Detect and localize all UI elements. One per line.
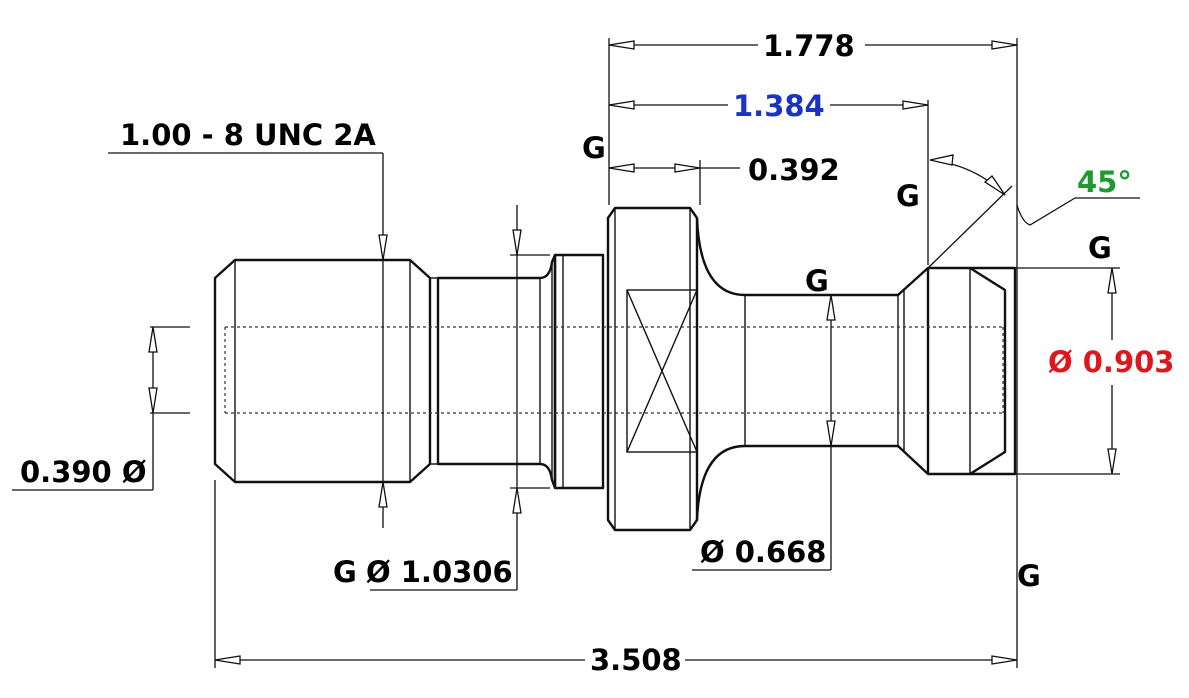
thread-section	[213, 258, 432, 484]
label-diameter-10306: Ø 1.0306	[366, 555, 513, 589]
g-markers: G G G G G G	[333, 131, 1112, 593]
arrowhead	[1107, 448, 1117, 475]
label-angle: 45°	[1077, 165, 1132, 199]
dimension-labels: 3.508 1.778 1.384 0.392 45° Ø 0.903 Ø 0.…	[20, 29, 1174, 677]
arrowhead	[991, 40, 1018, 50]
angle-leader	[1016, 197, 1140, 226]
arrowhead	[826, 294, 836, 321]
label-diameter-0668: Ø 0.668	[700, 535, 826, 569]
g-marker: G	[805, 264, 829, 298]
label-1778: 1.778	[763, 29, 855, 63]
arrowhead	[512, 229, 522, 256]
label-bore-0390: 0.390 Ø	[20, 455, 146, 489]
label-thread: 1.00 - 8 UNC 2A	[120, 118, 376, 152]
arrowhead	[826, 420, 836, 447]
g-marker: G	[333, 555, 357, 589]
wrench-flat	[626, 289, 698, 453]
arrowhead	[983, 175, 1006, 196]
part-outline	[213, 206, 1017, 532]
arrowhead	[512, 487, 522, 514]
label-1384: 1.384	[733, 89, 825, 123]
arrowhead	[991, 655, 1018, 665]
arrowhead	[148, 387, 158, 414]
extension-lines	[150, 38, 1120, 668]
arrowhead	[378, 234, 388, 261]
dimension-lines	[12, 40, 1140, 665]
g-marker: G	[896, 179, 920, 213]
angle-ray	[927, 185, 1013, 269]
arrowhead	[1107, 267, 1117, 294]
shank-fillet	[695, 217, 1017, 521]
arrowhead	[148, 326, 158, 353]
head-chamfer	[969, 266, 1007, 476]
label-diameter-0903: Ø 0.903	[1048, 345, 1174, 379]
arrowhead	[608, 163, 635, 173]
arrowhead	[929, 154, 954, 166]
g-marker: G	[582, 131, 606, 165]
neck-section	[436, 253, 557, 490]
g-marker: G	[1017, 559, 1041, 593]
hidden-bore	[224, 326, 1005, 414]
label-overall-length: 3.508	[590, 643, 682, 677]
arrowhead	[378, 481, 388, 508]
arrowhead	[902, 100, 929, 110]
collar-section	[553, 253, 605, 490]
arrowhead	[214, 655, 241, 665]
label-0392: 0.392	[748, 153, 840, 187]
g-marker: G	[1088, 231, 1112, 265]
arrowhead	[608, 100, 635, 110]
wrench-flat-diagonal	[626, 289, 698, 453]
arrowhead	[674, 163, 701, 173]
flange-section	[606, 206, 699, 532]
arrowhead	[608, 40, 635, 50]
